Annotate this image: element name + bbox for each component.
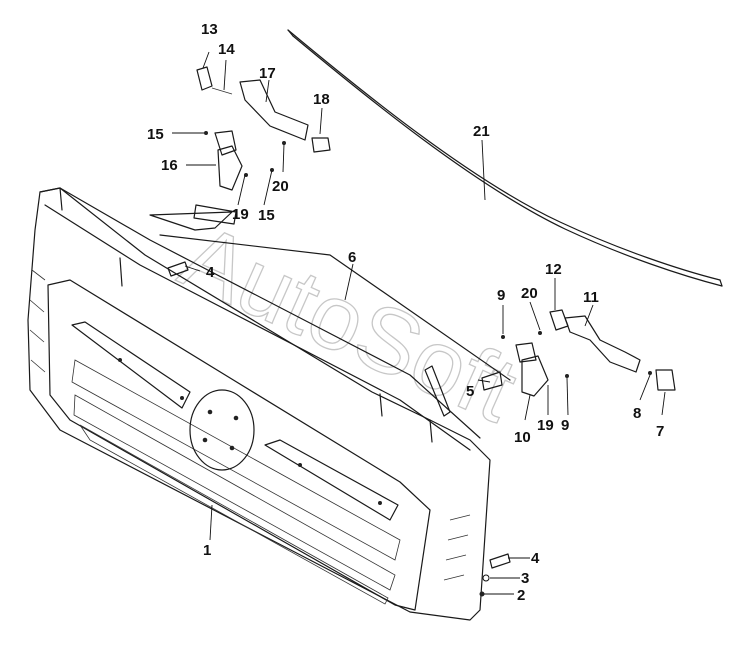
hood-seal-strip <box>287 29 723 287</box>
callout-16: 16 <box>161 157 178 174</box>
callout-20-left: 20 <box>272 178 289 195</box>
callout-11: 11 <box>583 289 599 306</box>
callout-9-bottom: 9 <box>561 417 569 434</box>
callout-15-left: 15 <box>147 126 164 143</box>
callout-2: 2 <box>517 587 525 604</box>
callout-18: 18 <box>313 91 330 108</box>
callout-labels: 1 2 3 4 4 5 6 7 8 9 9 10 11 12 13 14 15 … <box>147 21 664 604</box>
callout-5: 5 <box>466 383 474 400</box>
callout-9-top: 9 <box>497 287 505 304</box>
callout-10: 10 <box>514 429 531 446</box>
emblem-plate <box>189 389 255 471</box>
right-hinge-assembly <box>501 309 676 397</box>
front-grille <box>27 187 491 621</box>
callout-15-right: 15 <box>258 207 275 224</box>
bottom-fastener <box>479 553 511 597</box>
callout-7: 7 <box>656 423 664 440</box>
callout-13: 13 <box>201 21 218 38</box>
callout-19-right: 19 <box>537 417 554 434</box>
callout-19-left: 19 <box>232 206 249 223</box>
support-rod <box>149 211 511 381</box>
retaining-clip <box>424 365 503 417</box>
leader-lines <box>172 51 666 595</box>
callout-1: 1 <box>203 542 211 559</box>
left-hinge-assembly <box>193 66 331 225</box>
callout-6: 6 <box>348 249 356 266</box>
callout-17: 17 <box>259 65 276 82</box>
callout-4-bottom: 4 <box>531 550 540 567</box>
callout-4-top: 4 <box>206 264 215 281</box>
callout-21: 21 <box>473 123 490 140</box>
callout-12: 12 <box>545 261 562 278</box>
callout-20-right: 20 <box>521 285 538 302</box>
callout-14: 14 <box>218 41 235 58</box>
callout-3: 3 <box>521 570 529 587</box>
watermark-text: AutoSoft <box>167 205 531 442</box>
top-pin <box>167 261 189 277</box>
callout-8: 8 <box>633 405 641 422</box>
